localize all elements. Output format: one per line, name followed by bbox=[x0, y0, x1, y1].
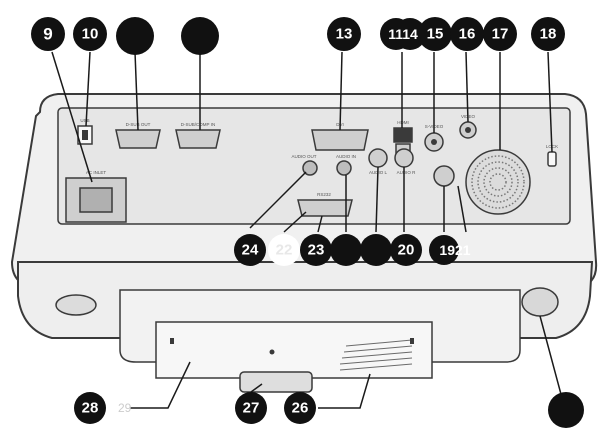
callout-20-label: 20 bbox=[398, 242, 415, 259]
callout-26-label: 26 bbox=[292, 400, 309, 417]
kensington-lock bbox=[547, 151, 557, 167]
ir-sensor bbox=[433, 165, 455, 187]
callout-23: 23 bbox=[300, 234, 332, 266]
lamp-cover bbox=[155, 321, 433, 379]
callout-22-label: 22 bbox=[276, 242, 293, 259]
callout-28-label: 28 bbox=[82, 400, 99, 417]
right-adjuster-foot bbox=[521, 287, 559, 317]
audio-r-label: AUDIO R bbox=[397, 170, 417, 175]
callout-13: 13 bbox=[327, 17, 361, 51]
lamp-cover-vent bbox=[339, 339, 413, 371]
left-foot bbox=[55, 294, 97, 316]
dsub-out-port bbox=[115, 129, 161, 149]
callout-10: 10 bbox=[73, 17, 107, 51]
callout-20: 20 bbox=[390, 234, 422, 266]
callout-16: 16 bbox=[450, 17, 484, 51]
callout-23-label: 23 bbox=[308, 242, 325, 259]
callout-12 bbox=[181, 17, 219, 55]
callouts: 9 10 13 1114 15 16 bbox=[31, 17, 584, 428]
ac-inlet-label: AC INLET bbox=[86, 170, 107, 175]
callout-1921-label: 1921 bbox=[439, 242, 470, 258]
audio-in-jack bbox=[336, 160, 352, 176]
hdmi-label: HDMI bbox=[397, 120, 409, 125]
audio-r-jack bbox=[394, 148, 414, 168]
usb-label: USB bbox=[80, 118, 89, 123]
callout-18-label: 18 bbox=[540, 26, 557, 43]
callout-10-label: 10 bbox=[82, 26, 99, 43]
callout-22: 22 bbox=[268, 234, 300, 266]
callout-18: 18 bbox=[531, 17, 565, 51]
callout-17-label: 17 bbox=[492, 26, 509, 43]
callout-17: 17 bbox=[483, 17, 517, 51]
audio-out-jack bbox=[302, 160, 318, 176]
dvi-port bbox=[311, 129, 369, 151]
rs232-label: RS232 bbox=[317, 192, 331, 197]
callout-19 bbox=[330, 234, 362, 266]
leader-lines bbox=[51, 51, 563, 409]
hdmi-port bbox=[393, 127, 413, 143]
audio-l-jack bbox=[368, 148, 388, 168]
callout-26: 26 bbox=[284, 392, 316, 424]
callout-1114-label: 1114 bbox=[388, 26, 418, 42]
dsub-in-label: D-SUB/COMP IN bbox=[181, 122, 215, 127]
callout-15: 15 bbox=[418, 17, 452, 51]
rs232-port bbox=[297, 199, 353, 217]
callout-29 bbox=[548, 392, 584, 428]
callout-24-label: 24 bbox=[242, 242, 259, 259]
callout-16-label: 16 bbox=[459, 26, 476, 43]
callout-28: 28 29 bbox=[74, 392, 132, 424]
audio-in-label: AUDIO IN bbox=[336, 154, 356, 159]
callout-27: 27 bbox=[235, 392, 267, 424]
audio-out-label: AUDIO OUT bbox=[291, 154, 316, 159]
callout-1114: 1114 bbox=[380, 18, 426, 50]
callout-27-label: 27 bbox=[243, 400, 260, 417]
callout-9: 9 bbox=[31, 17, 65, 51]
callout-1921: 1921 bbox=[429, 235, 471, 265]
dsub-in-port bbox=[175, 129, 221, 149]
speaker-grille bbox=[465, 149, 531, 215]
center-foot bbox=[239, 371, 313, 393]
callout-25 bbox=[360, 234, 392, 266]
callout-11 bbox=[116, 17, 154, 55]
callout-28-suffix: 29 bbox=[118, 401, 132, 415]
lamp-cover-screws bbox=[170, 338, 414, 355]
callout-13-label: 13 bbox=[336, 26, 353, 43]
callout-24: 24 bbox=[234, 234, 266, 266]
callout-9-label: 9 bbox=[43, 25, 52, 44]
callout-15-label: 15 bbox=[427, 26, 444, 43]
